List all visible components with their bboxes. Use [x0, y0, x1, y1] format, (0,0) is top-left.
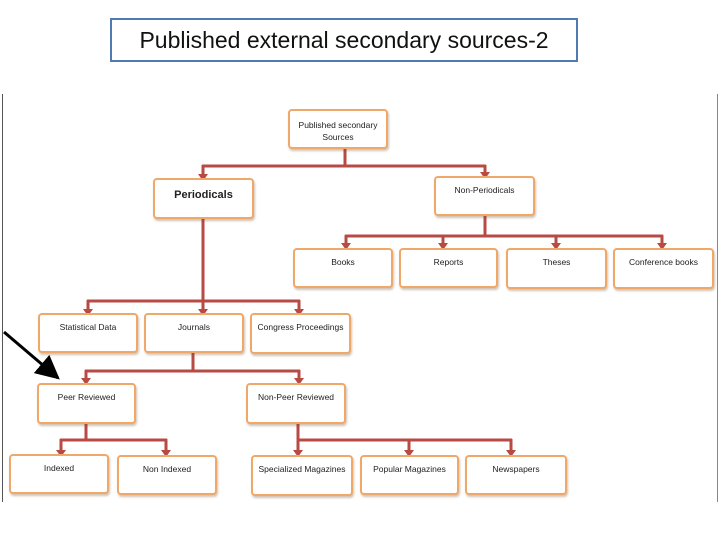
- node-theses: Theses: [506, 248, 607, 289]
- panel-left-border: [2, 94, 3, 502]
- node-journals: Journals: [144, 313, 244, 353]
- node-published-secondary-sources: Published secondary Sources: [288, 109, 388, 149]
- node-non-peer-reviewed: Non-Peer Reviewed: [246, 383, 346, 424]
- slide-title: Published external secondary sources-2: [110, 18, 578, 62]
- node-popular-magazines: Popular Magazines: [360, 455, 459, 495]
- node-non-indexed: Non Indexed: [117, 455, 217, 495]
- node-specialized-magazines: Specialized Magazines: [251, 455, 353, 496]
- node-newspapers: Newspapers: [465, 455, 567, 495]
- node-reports: Reports: [399, 248, 498, 288]
- node-books: Books: [293, 248, 393, 288]
- node-periodicals: Periodicals: [153, 178, 254, 219]
- node-congress-proceedings: Congress Proceedings: [250, 313, 351, 354]
- node-statistical-data: Statistical Data: [38, 313, 138, 353]
- pointer-arrow: [3, 330, 60, 380]
- arrowheads: [56, 172, 667, 457]
- node-non-periodicals: Non-Periodicals: [434, 176, 535, 216]
- node-conference-books: Conference books: [613, 248, 714, 289]
- node-peer-reviewed: Peer Reviewed: [37, 383, 136, 424]
- panel-right-border: [717, 94, 718, 502]
- node-indexed: Indexed: [9, 454, 109, 494]
